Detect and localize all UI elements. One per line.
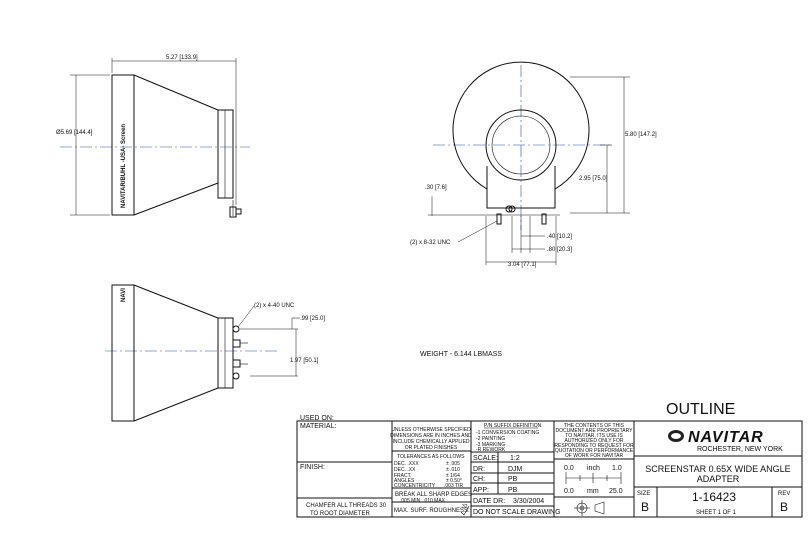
suffix-item: -3 MARKING (476, 442, 505, 448)
units-note-4: OR PLATED FINISHES (405, 445, 458, 451)
proprietary-note: QUOTATION OR PERFORMANCE (555, 448, 634, 454)
break-edges-1: BREAK ALL SHARP EDGES (395, 492, 472, 498)
tolerance-value: ± 0.50° (446, 478, 462, 484)
thread-callout-b: (2) x 4-40 UNC (254, 303, 295, 309)
dim-height: 5.80 [147.2] (625, 132, 657, 138)
roughness-check-icon (460, 505, 470, 516)
rev-value: B (780, 500, 788, 514)
tolerance-label: CONCENTRICITY (394, 483, 436, 489)
dim-side-2: 1.97 [50.1] (290, 358, 319, 364)
roughness-value: 32 (462, 504, 468, 510)
proprietary-note: OF WORK FOR NAVITAR (565, 453, 624, 459)
scale-bar (565, 472, 622, 484)
scale-label: SCALE: (473, 455, 498, 462)
approved-by-value: PB (508, 487, 518, 494)
checked-by-label: CH: (473, 476, 485, 483)
tolerance-value: ± 1/64 (446, 473, 460, 479)
date-value: 3/30/2004 (513, 498, 544, 505)
scale-inch-start: 0.0 (564, 465, 574, 472)
drawn-by-value: DJM (508, 466, 523, 473)
product-label-short: NAVI (121, 288, 127, 302)
dim-side-1: .99 [25.0] (300, 316, 325, 322)
tolerance-label: DEC. .XXX (394, 461, 419, 467)
tolerance-label: FRACT. (394, 473, 412, 479)
date-label: DATE DR: (473, 498, 505, 505)
dim-base-offset: .30 [7.6] (425, 185, 447, 191)
description-1: SCREENSTAR 0.65X WIDE ANGLE (645, 464, 790, 474)
side-view-bottom: NAVI (2) x 4-40 UNC .99 [25.0] 1.97 [50.… (105, 284, 325, 422)
used-on-label: USED ON: (300, 415, 334, 422)
scale-inch-end: 1.0 (612, 465, 622, 472)
chamfer-note-1: CHAMFER ALL THREADS 30 (306, 503, 387, 509)
suffix-item: -2 PAINTING (476, 436, 505, 442)
no-scale-note: DO NOT SCALE DRAWING (473, 509, 561, 516)
approved-by-label: APP: (473, 487, 489, 494)
chamfer-note-2: TO ROOT DIAMETER (310, 511, 370, 517)
rev-label: REV (778, 491, 790, 497)
finish-label: FINISH: (300, 464, 325, 471)
tolerance-label: DEC. .XX (394, 467, 416, 473)
dim-length: 5.27 [133.9] (166, 55, 198, 61)
tolerance-value: ± .010 (446, 467, 460, 473)
end-view: 5.80 [147.2] 2.95 [75.0] .30 [7.6] (2) x… (410, 61, 657, 268)
proprietary-note: RESPONDING TO REQUEST FOR (554, 443, 634, 449)
size-value: B (641, 500, 649, 514)
scale-mm-unit: mm (587, 488, 599, 495)
dim-diameter: Ø5.69 [144.4] (56, 130, 93, 136)
units-note-2: DIMENSIONS ARE IN INCHES AND (390, 433, 472, 439)
roughness-label: MAX. SURF. ROUGHNESS: (394, 508, 470, 514)
thread-callout-a: (2) x 8-32 UNC (410, 240, 451, 246)
units-note-1: UNLESS OTHERWISE SPECIFIED (391, 427, 471, 433)
scale-value: 1:2 (510, 455, 520, 462)
company-logo: NAVITAR (668, 429, 764, 446)
dim-width: 3.04 [77.1] (508, 262, 537, 268)
suffix-item: -R REWORK (476, 447, 506, 453)
tolerance-label: ANGLES (394, 478, 415, 484)
dim-hole-1: .40 [10.2] (547, 234, 572, 240)
description-2: ADAPTER (697, 474, 740, 484)
tolerances-title: TOLERANCES AS FOLLOWS (397, 454, 465, 460)
size-label: SIZE (637, 491, 650, 497)
company-name: NAVITAR (688, 429, 764, 446)
tolerance-value: ± .005 (446, 461, 460, 467)
units-note-3: INCLUDE CHEMICALLY APPLIED (392, 439, 469, 445)
proprietary-note: AUTHORIZED ONLY FOR (565, 438, 624, 444)
drawn-by-label: DR: (473, 466, 485, 473)
break-edges-2: .005 MIN. .010 MAX. (400, 498, 446, 504)
third-angle-projection-icon (574, 500, 605, 516)
scale-mm-end: 25.0 (609, 488, 623, 495)
drawing-type: OUTLINE (666, 401, 735, 418)
dim-center-height: 2.95 [75.0] (579, 176, 608, 182)
title-block: USED ON: OUTLINE MATERIAL: FINI (296, 401, 803, 518)
product-label: NAVITAR/BUHL -USA- Screen (121, 124, 127, 208)
tolerance-value: .003 TIR (444, 483, 463, 489)
proprietary-note: THE CONTENTS OF THIS (564, 423, 625, 429)
sheet-number: SHEET 1 OF 1 (696, 510, 737, 516)
scale-mm-start: 0.0 (564, 488, 574, 495)
weight-note: WEIGHT - 6.144 LBMASS (420, 351, 502, 358)
proprietary-note: DOCUMENT ARE PROPRIETARY (556, 428, 634, 434)
checked-by-value: PB (508, 476, 518, 483)
material-label: MATERIAL: (300, 423, 336, 430)
proprietary-note: TO NAVITAR, ITS USE IS (565, 433, 623, 439)
dim-hole-2: .80 [20.3] (547, 247, 572, 253)
suffix-item: -1 CONVERSION COATING (476, 430, 539, 436)
part-number: 1-16423 (692, 490, 736, 504)
side-view-top: NAVITAR/BUHL -USA- Screen 5.27 [133.9] Ø… (56, 55, 250, 218)
suffix-title: P/N SUFFIX DEFINITION (484, 423, 542, 429)
company-location: ROCHESTER, NEW YORK (697, 446, 783, 453)
scale-inch-unit: inch (587, 465, 600, 472)
